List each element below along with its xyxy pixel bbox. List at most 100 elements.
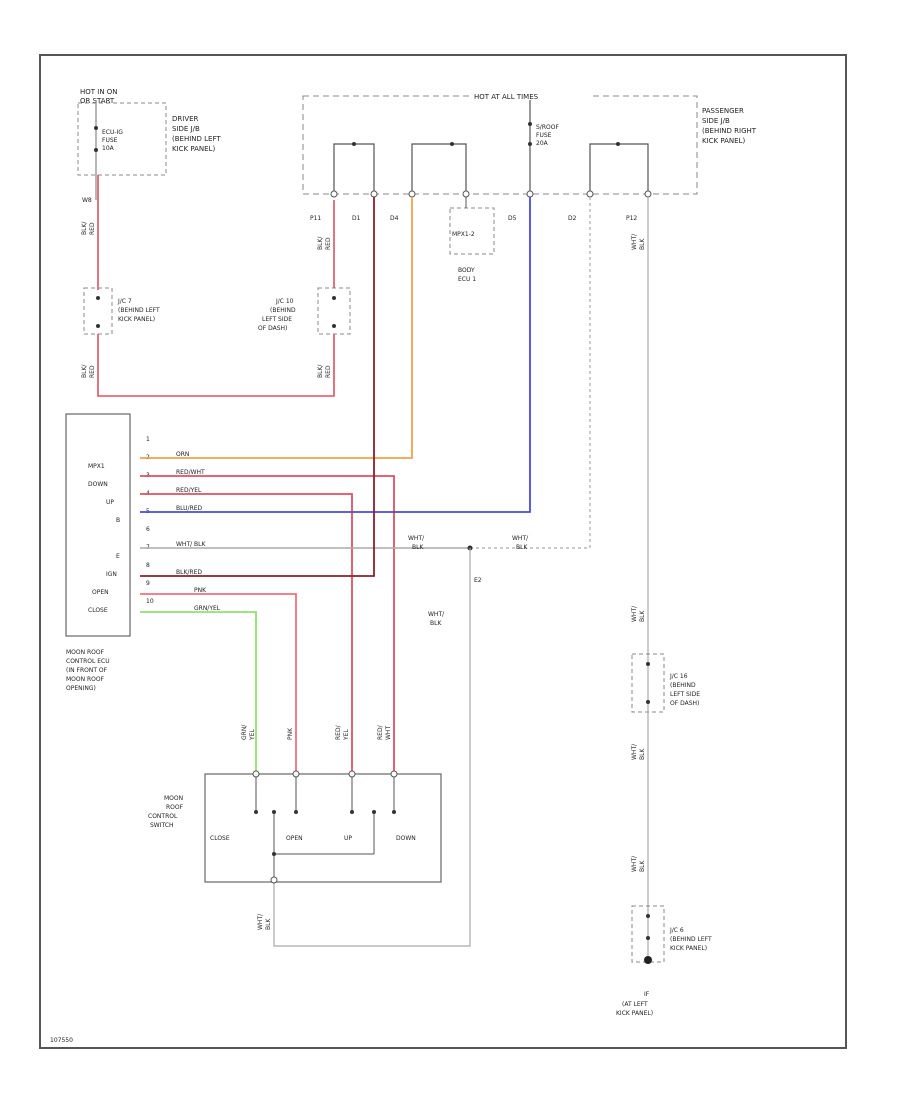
wire-wht-blk-b2: BLK xyxy=(516,544,528,551)
wire-red-wht-label: RED/WHT xyxy=(176,469,205,476)
vlabel-red-wht-2: WHT xyxy=(385,726,392,740)
vlabel-red-wht-1: RED/ xyxy=(377,724,384,740)
vlabel-p12-5: WHT/ xyxy=(631,743,638,760)
outer-frame xyxy=(39,54,847,1049)
sroof-fuse-2: FUSE xyxy=(536,132,552,139)
moon-roof-ecu-box xyxy=(65,413,131,637)
switch-pos-open: OPEN xyxy=(286,835,303,842)
wire-blk-red-label: BLK/RED xyxy=(176,569,202,576)
vlabel-p12-1: WHT/ xyxy=(631,233,638,250)
wire-label-blk-red-5: BLK/ xyxy=(317,364,324,378)
passenger-jb-loc-2: SIDE J/B xyxy=(702,117,730,125)
passenger-jb-loc-3: (BEHIND RIGHT xyxy=(702,127,757,135)
ground-loc-2: KICK PANEL) xyxy=(616,1010,653,1017)
pin-d2: D2 xyxy=(568,215,577,222)
body-ecu-connector: MPX1-2 xyxy=(452,231,475,238)
jc16-label-4: OF DASH) xyxy=(670,700,699,707)
ecu-name-5: OPENING) xyxy=(66,685,96,692)
switch-name-1: MOON xyxy=(164,795,183,802)
vlabel-wht-blk-1: WHT/ xyxy=(257,913,264,930)
driver-fuse-label-2: FUSE xyxy=(102,137,118,144)
driver-jb-loc-4: KICK PANEL) xyxy=(172,145,215,153)
driver-jb-connector: W8 xyxy=(82,197,92,204)
vlabel-p12-2: BLK xyxy=(639,238,646,250)
jc16-label-2: (BEHIND xyxy=(670,682,696,689)
jc7-label-3: KICK PANEL) xyxy=(118,316,155,323)
jc6-box xyxy=(631,905,665,963)
vlabel-pnk: PNK xyxy=(287,727,294,740)
jc16-box xyxy=(631,653,665,713)
vlabel-grn-yel-1: GRN/ xyxy=(241,724,248,740)
driver-jb-loc-2: SIDE J/B xyxy=(172,125,200,133)
vlabel-p12-6: BLK xyxy=(639,748,646,760)
sroof-fuse-3: 20A xyxy=(536,140,549,147)
passenger-jb-loc-4: KICK PANEL) xyxy=(702,137,745,145)
ecu-name-1: MOON ROOF xyxy=(66,649,105,656)
ecu-name-3: (IN FRONT OF xyxy=(66,667,108,674)
ecu-pin-close: CLOSE xyxy=(88,607,108,614)
ecu-num-8: 8 xyxy=(146,562,150,569)
vlabel-p12-8: BLK xyxy=(639,860,646,872)
vlabel-p12-3: WHT/ xyxy=(631,605,638,622)
switch-pos-close: CLOSE xyxy=(210,835,230,842)
vlabel-red-yel-1: RED/ xyxy=(335,724,342,740)
wire-red-yel-label: RED/YEL xyxy=(176,487,202,494)
driver-fuse-label-3: 10A xyxy=(102,145,115,152)
moon-roof-switch-box xyxy=(204,773,442,883)
vlabel-wht-blk-2: BLK xyxy=(265,918,272,930)
ecu-pin-ign: IGN xyxy=(106,571,117,578)
jc7-label-1: J/C 7 xyxy=(117,298,132,305)
wire-label-blk-red-2: RED xyxy=(89,222,96,235)
jc6-label-3: KICK PANEL) xyxy=(670,945,707,952)
driver-jb-loc-3: (BEHIND LEFT xyxy=(172,135,221,143)
jc10-label-1: J/C 10 xyxy=(275,298,294,305)
wire-wht-blk-a2: BLK xyxy=(412,544,424,551)
body-ecu-name-1: BODY xyxy=(458,267,475,274)
vlabel-red-yel-2: YEL xyxy=(343,729,350,741)
passenger-jb-header: HOT AT ALL TIMES xyxy=(474,93,539,101)
wire-label-blk-red-1: BLK/ xyxy=(81,221,88,235)
wire-label-blk-red-4: RED xyxy=(89,365,96,378)
passenger-jb-box xyxy=(302,95,698,195)
sroof-fuse-1: S/ROOF xyxy=(536,124,559,131)
pin-d5: D5 xyxy=(508,215,517,222)
jc16-label-3: LEFT SIDE xyxy=(670,691,700,698)
switch-pos-down: DOWN xyxy=(396,835,416,842)
jc10-label-3: LEFT SIDE xyxy=(262,316,292,323)
ecu-pin-down: DOWN xyxy=(88,481,108,488)
vlabel-p12-4: BLK xyxy=(639,610,646,622)
ecu-num-1: 1 xyxy=(146,436,150,443)
wire-wht-blk-c1: WHT/ xyxy=(428,611,445,618)
footer-code: 107550 xyxy=(50,1037,73,1044)
ecu-pin-open: OPEN xyxy=(92,589,109,596)
pin-p12: P12 xyxy=(626,215,637,222)
ecu-pin-mpx1: MPX1 xyxy=(88,463,105,470)
wire-label-blk-red-3: BLK/ xyxy=(81,364,88,378)
ground-loc-1: (AT LEFT xyxy=(622,1001,648,1008)
wire-grn-yel-label: GRN/YEL xyxy=(194,605,221,612)
jc16-label-1: J/C 16 xyxy=(669,673,688,680)
pin-p11: P11 xyxy=(310,215,321,222)
driver-fuse-label-1: ECU-IG xyxy=(102,129,123,136)
ecu-pin-up: UP xyxy=(106,499,114,506)
passenger-jb-loc-1: PASSENGER xyxy=(702,107,744,115)
pin-d1: D1 xyxy=(352,215,361,222)
wire-orn-label: ORN xyxy=(176,451,189,458)
ecu-num-9: 9 xyxy=(146,580,150,587)
switch-name-4: SWITCH xyxy=(150,822,174,829)
body-ecu-box xyxy=(449,207,495,255)
ecu-name-2: CONTROL ECU xyxy=(66,658,110,665)
ecu-num-10: 10 xyxy=(146,598,154,605)
pin-d4: D4 xyxy=(390,215,399,222)
wire-wht-blk-label: WHT/ BLK xyxy=(176,541,206,548)
driver-jb-header-2: OR START xyxy=(80,97,115,105)
driver-jb-header-1: HOT IN ON xyxy=(80,88,118,96)
wire-label-blk-red-6: RED xyxy=(325,365,332,378)
switch-terminals xyxy=(252,770,398,884)
jc6-label-1: J/C 6 xyxy=(669,927,684,934)
ecu-name-4: MOON ROOF xyxy=(66,676,105,683)
wire-wht-blk-a1: WHT/ xyxy=(408,535,425,542)
switch-pos-up: UP xyxy=(344,835,352,842)
wire-pnk-label: PNK xyxy=(194,587,207,594)
